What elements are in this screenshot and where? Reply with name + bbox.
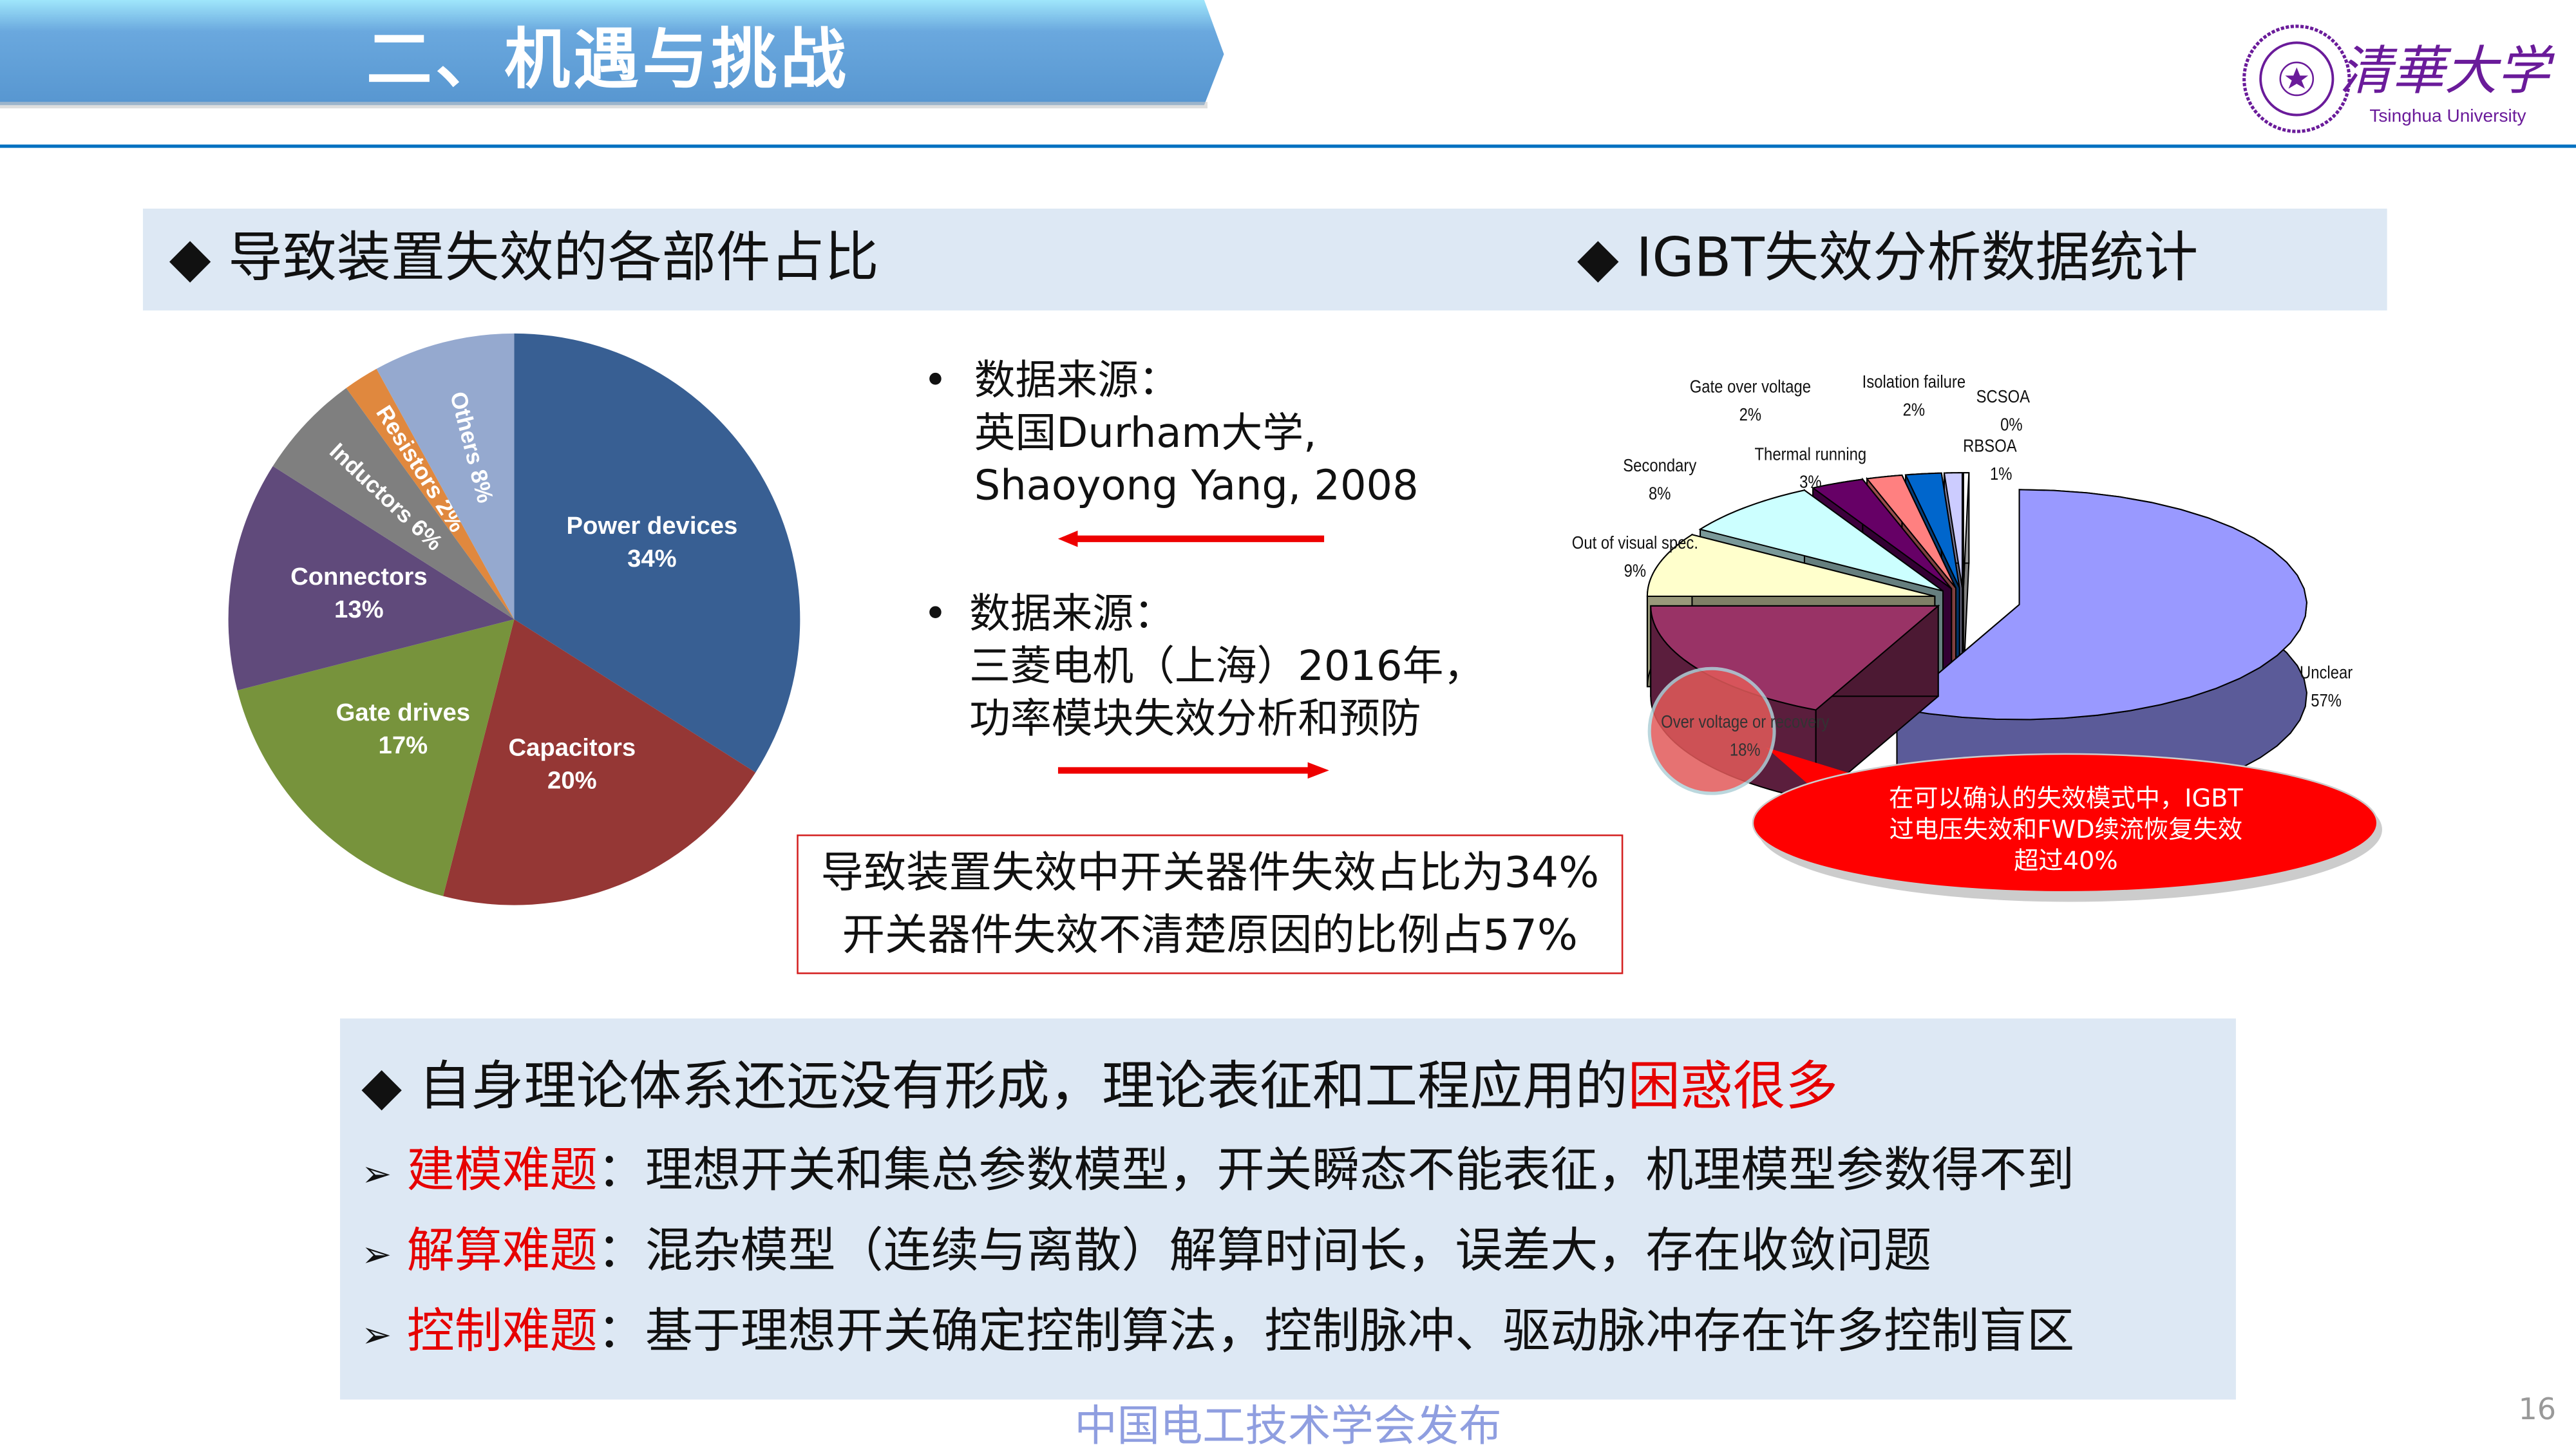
summary-box: 导致装置失效中开关器件失效占比为34%开关器件失效不清楚原因的比例占57%: [797, 834, 1624, 974]
arrow-bullet-icon: ➢: [361, 1235, 392, 1277]
challenge-item-solving: ➢ 解算难题：混杂模型（连续与离散）解算时间长，误差大，存在收敛问题: [361, 1222, 1932, 1278]
pie-slice-power-devices: [514, 333, 800, 773]
challenges-box: [340, 1018, 2236, 1400]
pie-slice-gate-drives: [237, 619, 515, 896]
pie-label-gate-drives: Gate drives: [336, 699, 470, 726]
pie-value-capacitors: 20%: [547, 766, 597, 794]
pie-label-power-devices: Power devices: [567, 512, 738, 540]
diamond-bullet-icon: ◆: [361, 1054, 402, 1117]
pie3d-slice-scsoa: [1962, 472, 1970, 679]
left-section-title: ◆ 导致装置失效的各部件占比: [169, 225, 879, 289]
challenges-heading: ◆ 自身理论体系还远没有形成，理论表征和工程应用的困惑很多: [361, 1054, 1839, 1117]
svg-text:清華大学: 清華大学: [2340, 41, 2555, 102]
left-arrow-icon: [1057, 530, 1325, 547]
footer-publisher: 中国电工技术学会发布: [1074, 1402, 1502, 1453]
page-title: 二、机遇与挑战: [366, 23, 849, 99]
svg-text:Tsinghua University: Tsinghua University: [2369, 106, 2526, 126]
challenge-item-control: ➢ 控制难题：基于理想开关确定控制算法，控制脉冲、驱动脉冲存在许多控制盲区: [361, 1302, 2075, 1359]
right-section-title: ◆ IGBT失效分析数据统计: [1577, 225, 2199, 289]
diamond-bullet-icon: ◆: [169, 225, 211, 289]
component-failure-pie-chart: Power devices 34% Capacitors 20% Gate drives…: [228, 333, 800, 905]
pie3d-slice-unclear: [1895, 489, 2307, 811]
arrow-bullet-icon: ➢: [361, 1155, 392, 1196]
pie-label-capacitors: Capacitors: [508, 733, 636, 761]
pie-value-power-devices: 34%: [627, 545, 677, 572]
pie-value-connectors: 13%: [334, 596, 384, 623]
challenge-item-modeling: ➢ 建模难题：理想开关和集总参数模型，开关瞬态不能表征，机理模型参数得不到: [361, 1141, 2075, 1198]
pie-slice-inductors: [272, 388, 515, 619]
source-1: 数据来源：英国Durham大学,Shaoyong Yang, 2008: [974, 356, 1419, 509]
pie-slice-capacitors: [443, 619, 756, 905]
igbt-failure-3d-pie-chart: [1646, 472, 2307, 811]
pie-slice-resistors: [346, 368, 515, 619]
page-number: 16: [2518, 1393, 2557, 1428]
source-2: 数据来源：三菱电机（上海）2016年，功率模块失效分析和预防: [969, 589, 1485, 743]
pie-slice-others: [376, 333, 515, 619]
arrow-bullet-icon: ➢: [361, 1316, 392, 1357]
source-bullet-1: •: [923, 356, 948, 404]
pie-label-connectors: Connectors: [290, 563, 428, 590]
pie-value-gate-drives: 17%: [379, 732, 428, 759]
section-header-band: [142, 208, 2387, 311]
header-divider: [0, 144, 2576, 148]
title-banner: [0, 0, 1224, 109]
tsinghua-logo: 清華大学 Tsinghua University: [2237, 20, 2557, 138]
right-arrow-icon: [1057, 762, 1329, 779]
diamond-bullet-icon: ◆: [1577, 225, 1619, 289]
pie-slice-connectors: [228, 466, 515, 691]
source-bullet-2: •: [923, 589, 948, 637]
callout-graphics: [1647, 666, 2382, 902]
label-out-of-visual-spec: Out of visual spec.9%: [1571, 534, 1699, 582]
